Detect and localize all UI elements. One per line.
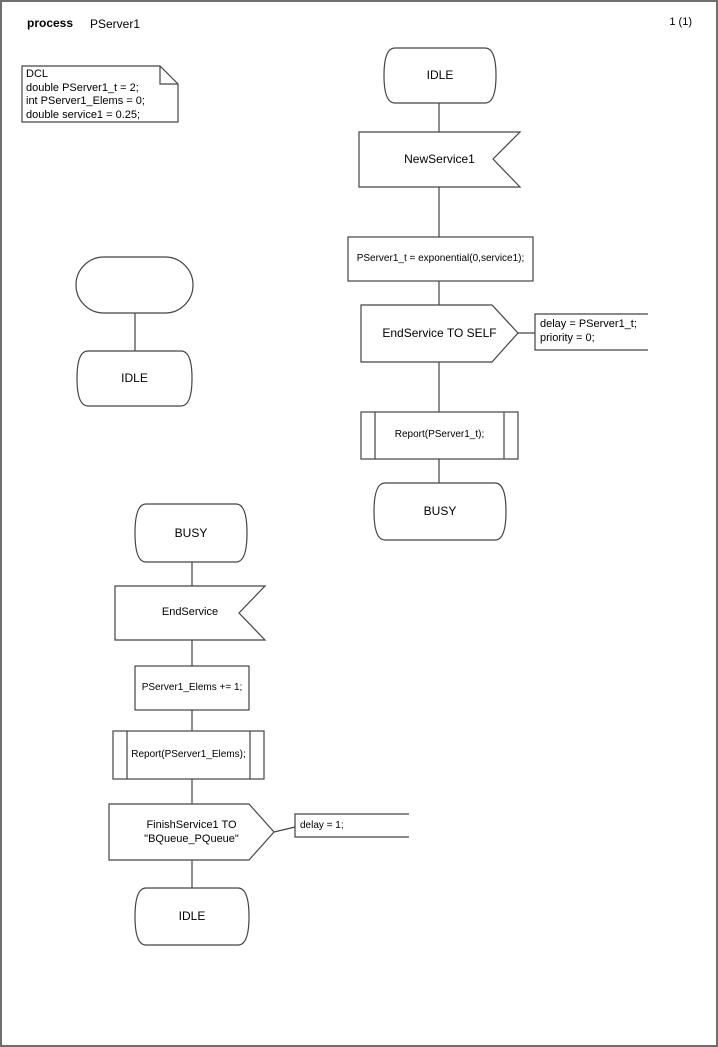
output-label-endservice-to-self: EndService TO SELF (382, 326, 497, 340)
comment-link-line (273, 826, 296, 833)
output-label-finishservice1: FinishService1 TO "BQueue_PQueue" (109, 804, 274, 860)
task-symbol-elems[interactable] (134, 665, 250, 711)
comment-line: delay = 1; (300, 820, 344, 831)
state-label-idle-top: IDLE (426, 68, 454, 82)
procedure-symbol-report-t[interactable] (360, 411, 519, 460)
comment-symbol-delay1[interactable] (294, 813, 409, 838)
state-label-busy-lower: BUSY (174, 525, 208, 540)
note-fold-line (159, 66, 178, 85)
comment-line: delay = PServer1_t; (540, 318, 637, 330)
procedure-symbol-report-t-box[interactable] (360, 411, 519, 460)
state-symbol-busy-lower[interactable] (134, 503, 248, 563)
process-name: PServer1 (90, 17, 141, 31)
input-label-newservice1: NewService1 (404, 152, 475, 166)
page-number: 1 (1) (669, 16, 692, 28)
state-symbol-idle-bottom[interactable] (134, 887, 250, 946)
task-symbol-exponential[interactable] (347, 236, 534, 282)
procedure-symbol-report-elems[interactable] (112, 730, 265, 780)
procedure-label-report-elems: Report(PServer1_Elems); (131, 748, 246, 760)
task-label-elems: PServer1_Elems += 1; (141, 681, 243, 693)
state-label-idle-left: IDLE (121, 371, 148, 385)
procedure-label-report-t: Report(PServer1_t); (394, 429, 485, 441)
dcl-line: double service1 = 0.25; (26, 108, 141, 121)
output-line: FinishService1 TO (146, 819, 237, 831)
output-symbol-endservice-to-self[interactable] (360, 304, 519, 363)
input-symbol-newservice1[interactable] (358, 131, 522, 188)
dcl-line: DCL (26, 68, 49, 80)
state-symbol-busy-right[interactable] (373, 482, 507, 541)
state-label-idle-bottom: IDLE (178, 909, 206, 923)
dcl-line: int PServer1_Elems = 0; (26, 95, 145, 107)
output-line: "BQueue_PQueue" (144, 833, 239, 845)
process-keyword: process (27, 16, 74, 30)
procedure-symbol-report-elems-box[interactable] (112, 730, 265, 780)
comment-line: priority = 0; (540, 332, 595, 344)
input-label-endservice: EndService (161, 606, 219, 619)
comment-symbol-delay-priority[interactable] (534, 313, 648, 351)
state-symbol-idle-top[interactable] (383, 47, 497, 104)
output-symbol-finishservice1[interactable] (108, 803, 275, 861)
flow-lines (134, 103, 535, 888)
input-symbol-endservice[interactable] (114, 585, 267, 641)
state-symbol-idle-left[interactable] (76, 350, 193, 407)
dcl-line: double PServer1_t = 2; (26, 81, 139, 94)
start-symbol[interactable] (75, 256, 194, 314)
comment-text-delay1: delay = 1; (300, 819, 405, 833)
state-label-busy-right: BUSY (423, 504, 457, 518)
declarations-note-shape[interactable] (21, 65, 179, 123)
declarations-text: DCL double PServer1_t = 2; int PServer1_… (26, 68, 174, 121)
task-label-exponential: PServer1_t = exponential(0,service1); (356, 252, 525, 264)
comment-text-delay-priority: delay = PServer1_t; priority = 0; (540, 317, 646, 349)
